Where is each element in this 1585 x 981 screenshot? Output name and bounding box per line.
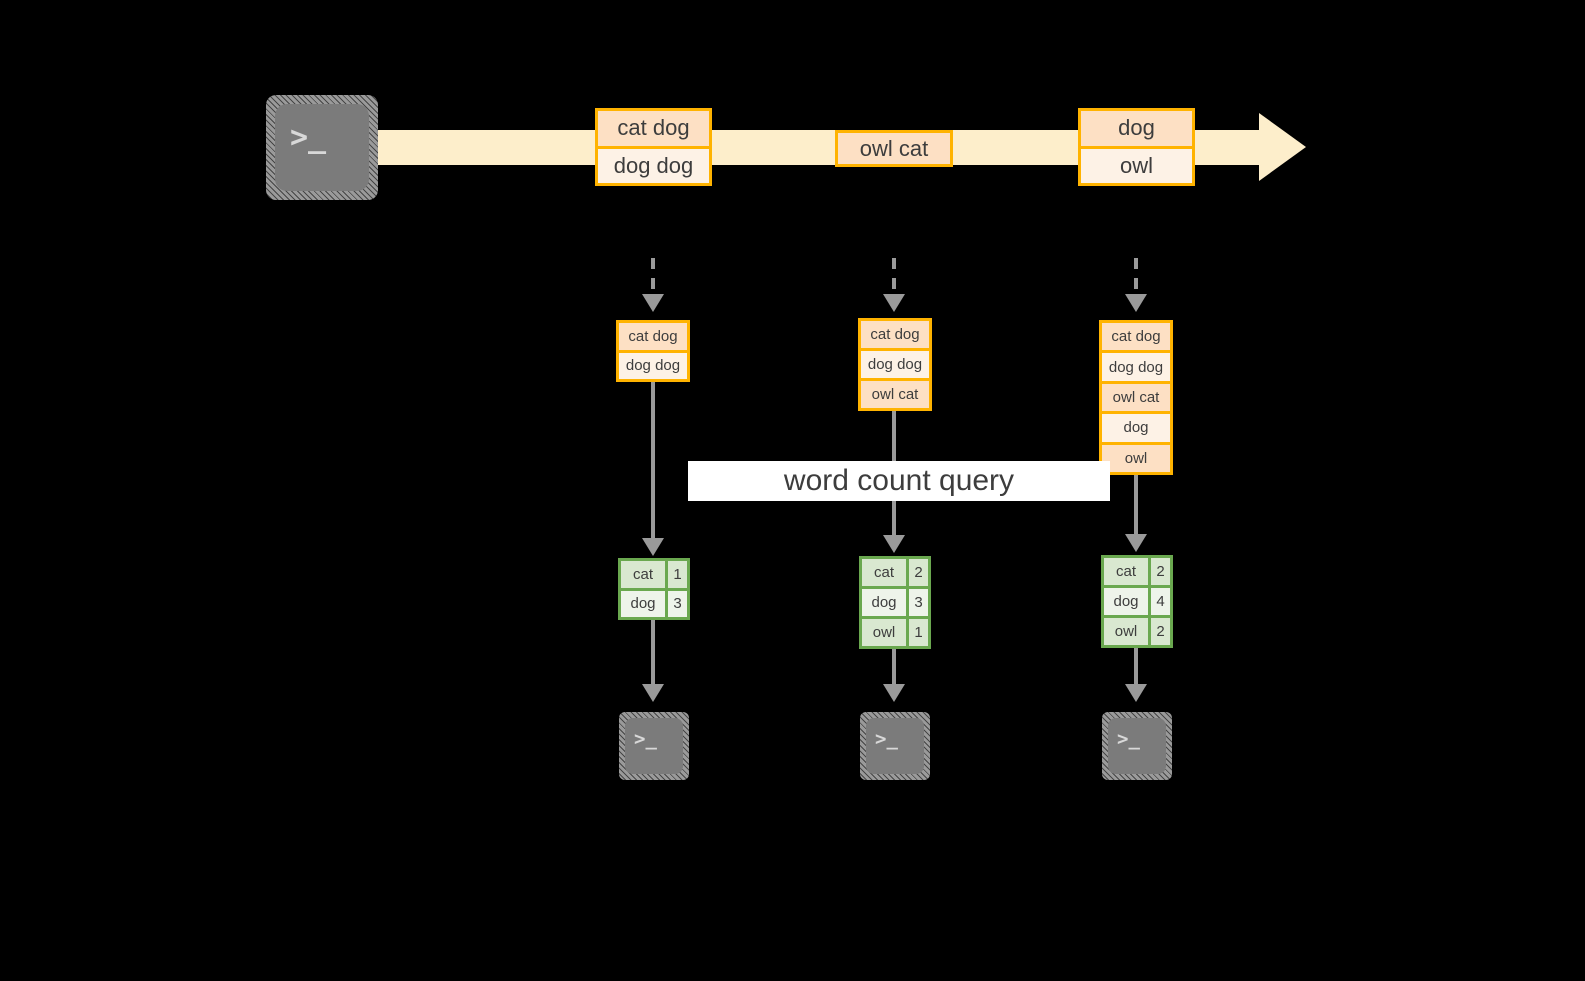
stream-batch-1: cat dog dog dog (595, 108, 712, 186)
table-row: cat 1 (621, 561, 687, 588)
snapshot-3-trigger-dashed-line (1134, 258, 1138, 298)
snapshot-1-consumer-terminal-icon: >_ (619, 712, 689, 780)
snapshot-2-to-consumer-line (892, 649, 896, 688)
snapshot-1-trigger-dashed-line (651, 258, 655, 298)
snapshot-3-result-count-3: 2 (1148, 618, 1170, 645)
stream-batch-3-record-1: dog (1081, 111, 1192, 146)
table-row: cat 2 (862, 559, 928, 586)
snapshot-1-to-result-line (651, 382, 655, 542)
snapshot-2-result-word-3: owl (862, 619, 906, 646)
snapshot-1-accumulated-records: cat dog dog dog (616, 320, 690, 382)
table-row: dog 3 (621, 587, 687, 617)
snapshot-3-to-result-line (1134, 475, 1138, 538)
table-row: owl 1 (862, 616, 928, 646)
snapshot-3-result-word-3: owl (1104, 618, 1148, 645)
snapshot-1-to-consumer-line (651, 620, 655, 688)
snapshot-1-result-count-2: 3 (665, 590, 687, 617)
snapshot-1-to-result-arrowhead (642, 538, 664, 556)
snapshot-1-consumer-terminal-body (625, 718, 683, 774)
snapshot-3-record-4: dog (1102, 411, 1170, 442)
stream-batch-2: owl cat (835, 130, 953, 167)
snapshot-3-result-word-1: cat (1104, 558, 1148, 585)
producer-terminal-icon: >_ (266, 95, 378, 200)
snapshot-3-accumulated-records: cat dog dog dog owl cat dog owl (1099, 320, 1173, 475)
snapshot-2-result-word-1: cat (862, 559, 906, 586)
stream-batch-3: dog owl (1078, 108, 1195, 186)
snapshot-1-consumer-terminal-prompt-glyph: >_ (634, 728, 657, 750)
producer-terminal-prompt-glyph: >_ (290, 120, 327, 155)
snapshot-2-consumer-terminal-body (866, 718, 924, 774)
snapshot-3-to-result-arrowhead (1125, 534, 1147, 552)
query-label-band: word count query (688, 461, 1110, 501)
snapshot-2-consumer-terminal-icon: >_ (860, 712, 930, 780)
producer-terminal-body (275, 104, 369, 191)
snapshot-3-record-2: dog dog (1102, 350, 1170, 381)
snapshot-1-to-consumer-arrowhead (642, 684, 664, 702)
snapshot-2-result-table: cat 2 dog 3 owl 1 (859, 556, 931, 649)
stream-batch-1-record-1: cat dog (598, 111, 709, 146)
snapshot-2-result-count-2: 3 (906, 589, 928, 616)
snapshot-2-record-1: cat dog (861, 321, 929, 348)
snapshot-3-result-count-2: 4 (1148, 588, 1170, 615)
query-label-text: word count query (783, 464, 1015, 497)
snapshot-2-consumer-terminal-prompt-glyph: >_ (875, 728, 898, 750)
table-row: dog 3 (862, 586, 928, 616)
snapshot-1-result-word-1: cat (621, 561, 665, 588)
snapshot-1-record-2: dog dog (619, 349, 687, 379)
snapshot-3-result-table: cat 2 dog 4 owl 2 (1101, 555, 1173, 648)
snapshot-1-result-table: cat 1 dog 3 (618, 558, 690, 620)
snapshot-2-accumulated-records: cat dog dog dog owl cat (858, 318, 932, 411)
snapshot-3-record-5: owl (1102, 441, 1170, 473)
snapshot-1-record-1: cat dog (619, 323, 687, 350)
snapshot-2-result-count-1: 2 (906, 559, 928, 586)
snapshot-2-result-word-2: dog (862, 589, 906, 616)
snapshot-3-to-consumer-arrowhead (1125, 684, 1147, 702)
snapshot-3-consumer-terminal-prompt-glyph: >_ (1117, 728, 1140, 750)
snapshot-1-trigger-arrowhead (642, 294, 664, 312)
table-row: dog 4 (1104, 585, 1170, 615)
snapshot-3-trigger-arrowhead (1125, 294, 1147, 312)
snapshot-3-record-1: cat dog (1102, 323, 1170, 351)
snapshot-1-result-count-1: 1 (665, 561, 687, 588)
snapshot-1-result-word-2: dog (621, 590, 665, 617)
snapshot-3-result-word-2: dog (1104, 588, 1148, 615)
snapshot-3-result-count-1: 2 (1148, 558, 1170, 585)
stream-batch-1-record-2: dog dog (598, 145, 709, 183)
stream-arrow-head (1259, 113, 1306, 181)
stream-batch-3-record-2: owl (1081, 145, 1192, 183)
snapshot-2-result-count-3: 1 (906, 619, 928, 646)
stream-batch-2-record-1: owl cat (838, 133, 950, 164)
snapshot-2-to-result-arrowhead (883, 535, 905, 553)
snapshot-3-consumer-terminal-icon: >_ (1102, 712, 1172, 780)
table-row: cat 2 (1104, 558, 1170, 585)
snapshot-3-to-consumer-line (1134, 648, 1138, 688)
snapshot-2-trigger-dashed-line (892, 258, 896, 298)
snapshot-3-record-3: owl cat (1102, 380, 1170, 412)
snapshot-2-record-3: owl cat (861, 378, 929, 408)
table-row: owl 2 (1104, 615, 1170, 645)
snapshot-2-record-2: dog dog (861, 348, 929, 378)
snapshot-3-consumer-terminal-body (1108, 718, 1166, 774)
snapshot-2-trigger-arrowhead (883, 294, 905, 312)
snapshot-2-to-consumer-arrowhead (883, 684, 905, 702)
